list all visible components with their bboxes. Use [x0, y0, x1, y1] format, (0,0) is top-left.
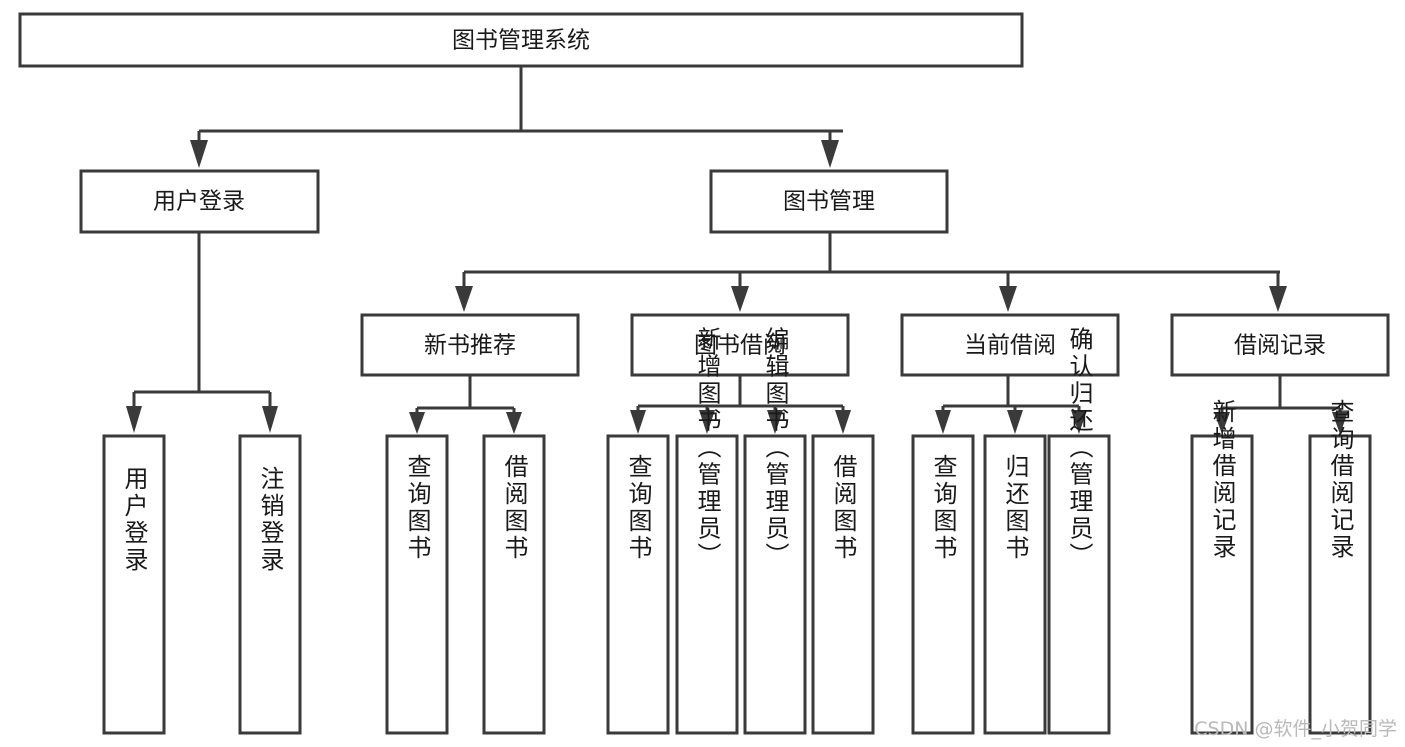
- leaf-query-book-borrow-label: 查询图书: [624, 454, 652, 562]
- node-book-borrow[interactable]: 图书借阅: [630, 313, 850, 377]
- node-current-borrow-box[interactable]: [900, 313, 1120, 377]
- node-user-login-box[interactable]: [79, 169, 320, 234]
- leaf-borrow-book-label: 借阅图书: [829, 454, 857, 562]
- node-root-label: 图书管理系统: [452, 28, 590, 54]
- leaf-query-book-rec[interactable]: 查询图书: [385, 434, 449, 735]
- leaf-query-book-rec-box[interactable]: [385, 434, 449, 735]
- leaf-add-book-admin-box[interactable]: [675, 434, 739, 735]
- leaf-add-book-admin[interactable]: 新增图书（管理员）: [675, 327, 739, 735]
- leaf-query-book-borrow-box[interactable]: [606, 434, 670, 735]
- leaf-user-login[interactable]: 用户登录: [102, 434, 166, 735]
- leaf-confirm-return-admin[interactable]: 确认归还（管理员）: [1047, 327, 1111, 735]
- arrowhead-leaf-user-logout: [262, 406, 278, 433]
- leaf-borrow-book-rec-box[interactable]: [482, 434, 546, 735]
- connectors-book-management-to-level3: [455, 232, 1287, 312]
- leaf-add-book-admin-label: 新增图书（管理员）: [693, 327, 721, 570]
- arrowhead-leaf-query-book-borrow: [630, 410, 646, 434]
- connectors-book-borrow-to-leaves: [630, 375, 851, 434]
- arrowhead-leaf-query-book-rec: [409, 412, 425, 434]
- node-borrow-record-box[interactable]: [1170, 313, 1390, 377]
- connectors-current-borrow-to-leaves: [935, 375, 1087, 434]
- arrowhead-leaf-return-book: [1007, 410, 1023, 434]
- arrowhead-book-management: [821, 140, 839, 168]
- arrowhead-leaf-query-borrow-record: [1332, 412, 1348, 434]
- leaf-edit-book-admin-box[interactable]: [743, 434, 807, 735]
- leaf-query-book-borrow[interactable]: 查询图书: [606, 434, 670, 735]
- arrowhead-new-book-recommend: [455, 286, 473, 312]
- node-new-book-recommend-box[interactable]: [360, 313, 580, 377]
- arrowhead-leaf-add-borrow-record: [1214, 412, 1230, 434]
- arrowhead-leaf-add-book-admin: [699, 410, 715, 434]
- node-borrow-record-label: 借阅记录: [1234, 333, 1326, 359]
- arrowhead-user-login: [190, 140, 208, 168]
- arrowhead-leaf-edit-book-admin: [767, 410, 783, 434]
- leaf-confirm-return-admin-label: 确认归还（管理员）: [1065, 327, 1093, 570]
- node-book-borrow-box[interactable]: [630, 313, 850, 377]
- node-root[interactable]: 图书管理系统: [18, 12, 1024, 68]
- leaf-edit-book-admin-label: 编辑图书（管理员）: [761, 327, 789, 570]
- leaf-return-book-label: 归还图书: [1001, 454, 1029, 562]
- leaf-edit-book-admin[interactable]: 编辑图书（管理员）: [743, 327, 807, 735]
- leaf-borrow-book-box[interactable]: [811, 434, 875, 735]
- leaf-query-borrow-record-label: 查询借阅记录: [1326, 399, 1354, 561]
- leaf-confirm-return-admin-box[interactable]: [1047, 434, 1111, 735]
- leaf-user-login-box[interactable]: [102, 434, 166, 735]
- leaf-add-borrow-record-box[interactable]: [1190, 434, 1254, 735]
- leaf-add-borrow-record-label: 新增借阅记录: [1208, 399, 1236, 561]
- leaf-return-book-box[interactable]: [983, 434, 1047, 735]
- connectors-root-to-level2: [190, 66, 843, 168]
- arrowhead-leaf-user-login: [126, 406, 142, 433]
- arrowhead-book-borrow: [731, 286, 749, 312]
- arrowhead-leaf-query-book-cur: [935, 410, 951, 434]
- leaf-query-borrow-record-box[interactable]: [1308, 434, 1372, 735]
- node-current-borrow[interactable]: 当前借阅: [900, 313, 1120, 377]
- leaf-borrow-book[interactable]: 借阅图书: [811, 434, 875, 735]
- leaf-query-book-cur-label: 查询图书: [929, 454, 957, 562]
- node-user-login-label: 用户登录: [153, 189, 245, 215]
- csdn-watermark: CSDN @软件_小贺同学: [1194, 718, 1397, 740]
- leaf-return-book[interactable]: 归还图书: [983, 434, 1047, 735]
- leaf-query-book-cur[interactable]: 查询图书: [911, 434, 975, 735]
- arrowhead-borrow-record: [1269, 286, 1287, 312]
- arrowhead-leaf-borrow-book: [835, 410, 851, 434]
- node-book-management-box[interactable]: [709, 169, 949, 234]
- leaf-user-login-label: 用户登录: [120, 466, 148, 574]
- leaf-query-borrow-record[interactable]: 查询借阅记录: [1308, 399, 1372, 735]
- leaf-add-borrow-record[interactable]: 新增借阅记录: [1190, 399, 1254, 735]
- arrowhead-current-borrow: [999, 286, 1017, 312]
- node-book-management[interactable]: 图书管理: [709, 169, 949, 234]
- arrowhead-leaf-borrow-book-rec: [506, 412, 522, 434]
- arrowhead-leaf-confirm-return-admin: [1071, 410, 1087, 434]
- leaf-query-book-rec-label: 查询图书: [403, 454, 431, 562]
- leaf-borrow-book-rec-label: 借阅图书: [500, 454, 528, 562]
- node-user-login[interactable]: 用户登录: [79, 169, 320, 234]
- connectors-user-login-to-leaves: [126, 232, 278, 433]
- leaf-user-logout-label: 注销登录: [256, 466, 284, 574]
- connectors-borrow-record-to-leaves: [1214, 375, 1348, 434]
- node-current-borrow-label: 当前借阅: [964, 333, 1056, 359]
- node-borrow-record[interactable]: 借阅记录: [1170, 313, 1390, 377]
- leaf-query-book-cur-box[interactable]: [911, 434, 975, 735]
- connectors-new-book-recommend-to-leaves: [409, 375, 522, 434]
- leaf-user-logout[interactable]: 注销登录: [238, 434, 302, 735]
- node-new-book-recommend-label: 新书推荐: [424, 333, 516, 359]
- node-new-book-recommend[interactable]: 新书推荐: [360, 313, 580, 377]
- node-root-box[interactable]: [18, 12, 1024, 68]
- node-book-borrow-label: 图书借阅: [694, 333, 786, 359]
- leaf-user-logout-box[interactable]: [238, 434, 302, 735]
- node-book-management-label: 图书管理: [783, 189, 875, 215]
- leaf-borrow-book-rec[interactable]: 借阅图书: [482, 434, 546, 735]
